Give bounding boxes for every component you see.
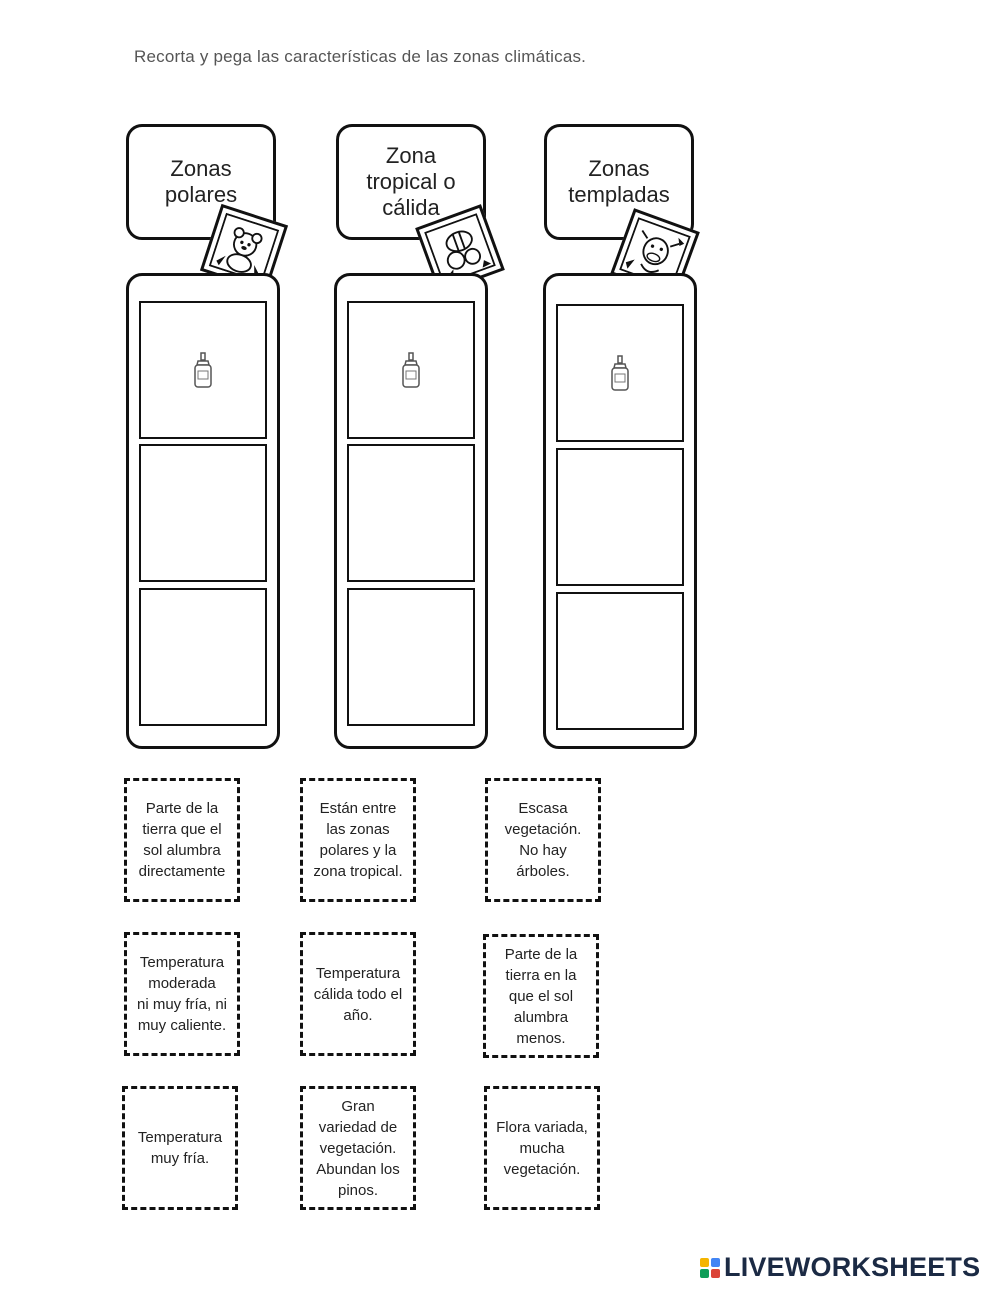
paste-slot[interactable] bbox=[556, 448, 684, 586]
zone-header-polar: Zonas polares bbox=[126, 124, 276, 240]
paste-slot[interactable] bbox=[347, 301, 475, 439]
paste-strip-tropical bbox=[334, 273, 488, 749]
card-text: Parte de la tierra en la que el sol alum… bbox=[504, 945, 578, 1047]
zone-title: Zona tropical o cálida bbox=[366, 143, 456, 220]
card-text: Temperatura moderada ni muy fría, ni muy… bbox=[136, 954, 228, 1034]
cut-card[interactable]: Temperatura moderada ni muy fría, ni muy… bbox=[124, 932, 240, 1056]
cut-card[interactable]: Escasa vegetación. No hay árboles. bbox=[485, 778, 601, 902]
card-text: Parte de la tierra que el sol alumbra di… bbox=[138, 800, 226, 880]
card-text: Temperatura muy fría. bbox=[137, 1129, 223, 1167]
paste-slot[interactable] bbox=[139, 301, 267, 439]
card-text: Están entre las zonas polares y la zona … bbox=[313, 800, 403, 880]
paste-slot[interactable] bbox=[347, 588, 475, 726]
card-text: Temperatura cálida todo el año. bbox=[313, 964, 403, 1024]
paste-slot[interactable] bbox=[139, 588, 267, 726]
cut-card[interactable]: Parte de la tierra en la que el sol alum… bbox=[483, 934, 599, 1058]
liveworksheets-logo: LIVEWORKSHEETS bbox=[700, 1252, 980, 1283]
cut-card[interactable]: Flora variada, mucha vegetación. bbox=[484, 1086, 600, 1210]
instruction-text: Recorta y pega las características de la… bbox=[134, 47, 587, 66]
card-text: Flora variada, mucha vegetación. bbox=[496, 1118, 588, 1178]
paste-slot[interactable] bbox=[139, 444, 267, 582]
glue-bottle-icon bbox=[194, 352, 212, 388]
cut-card[interactable]: Están entre las zonas polares y la zona … bbox=[300, 778, 416, 902]
glue-bottle-icon bbox=[402, 352, 420, 388]
cut-card[interactable]: Temperatura cálida todo el año. bbox=[300, 932, 416, 1056]
paste-slot[interactable] bbox=[556, 592, 684, 730]
card-text: Gran variedad de vegetación. Abundan los… bbox=[316, 1097, 400, 1199]
logo-text: LIVEWORKSHEETS bbox=[724, 1252, 981, 1282]
cut-card[interactable]: Parte de la tierra que el sol alumbra di… bbox=[124, 778, 240, 902]
logo-blocks-icon bbox=[700, 1257, 720, 1278]
card-text: Escasa vegetación. No hay árboles. bbox=[504, 800, 582, 880]
zone-title: Zonas templadas bbox=[568, 156, 670, 207]
paste-slot[interactable] bbox=[347, 444, 475, 582]
zone-header-temperate: Zonas templadas bbox=[544, 124, 694, 240]
glue-bottle-icon bbox=[611, 355, 629, 391]
paste-strip-temperate bbox=[543, 273, 697, 749]
cut-card[interactable]: Temperatura muy fría. bbox=[122, 1086, 238, 1210]
paste-strip-polar bbox=[126, 273, 280, 749]
paste-slot[interactable] bbox=[556, 304, 684, 442]
cut-card[interactable]: Gran variedad de vegetación. Abundan los… bbox=[300, 1086, 416, 1210]
zone-title: Zonas polares bbox=[164, 156, 238, 207]
